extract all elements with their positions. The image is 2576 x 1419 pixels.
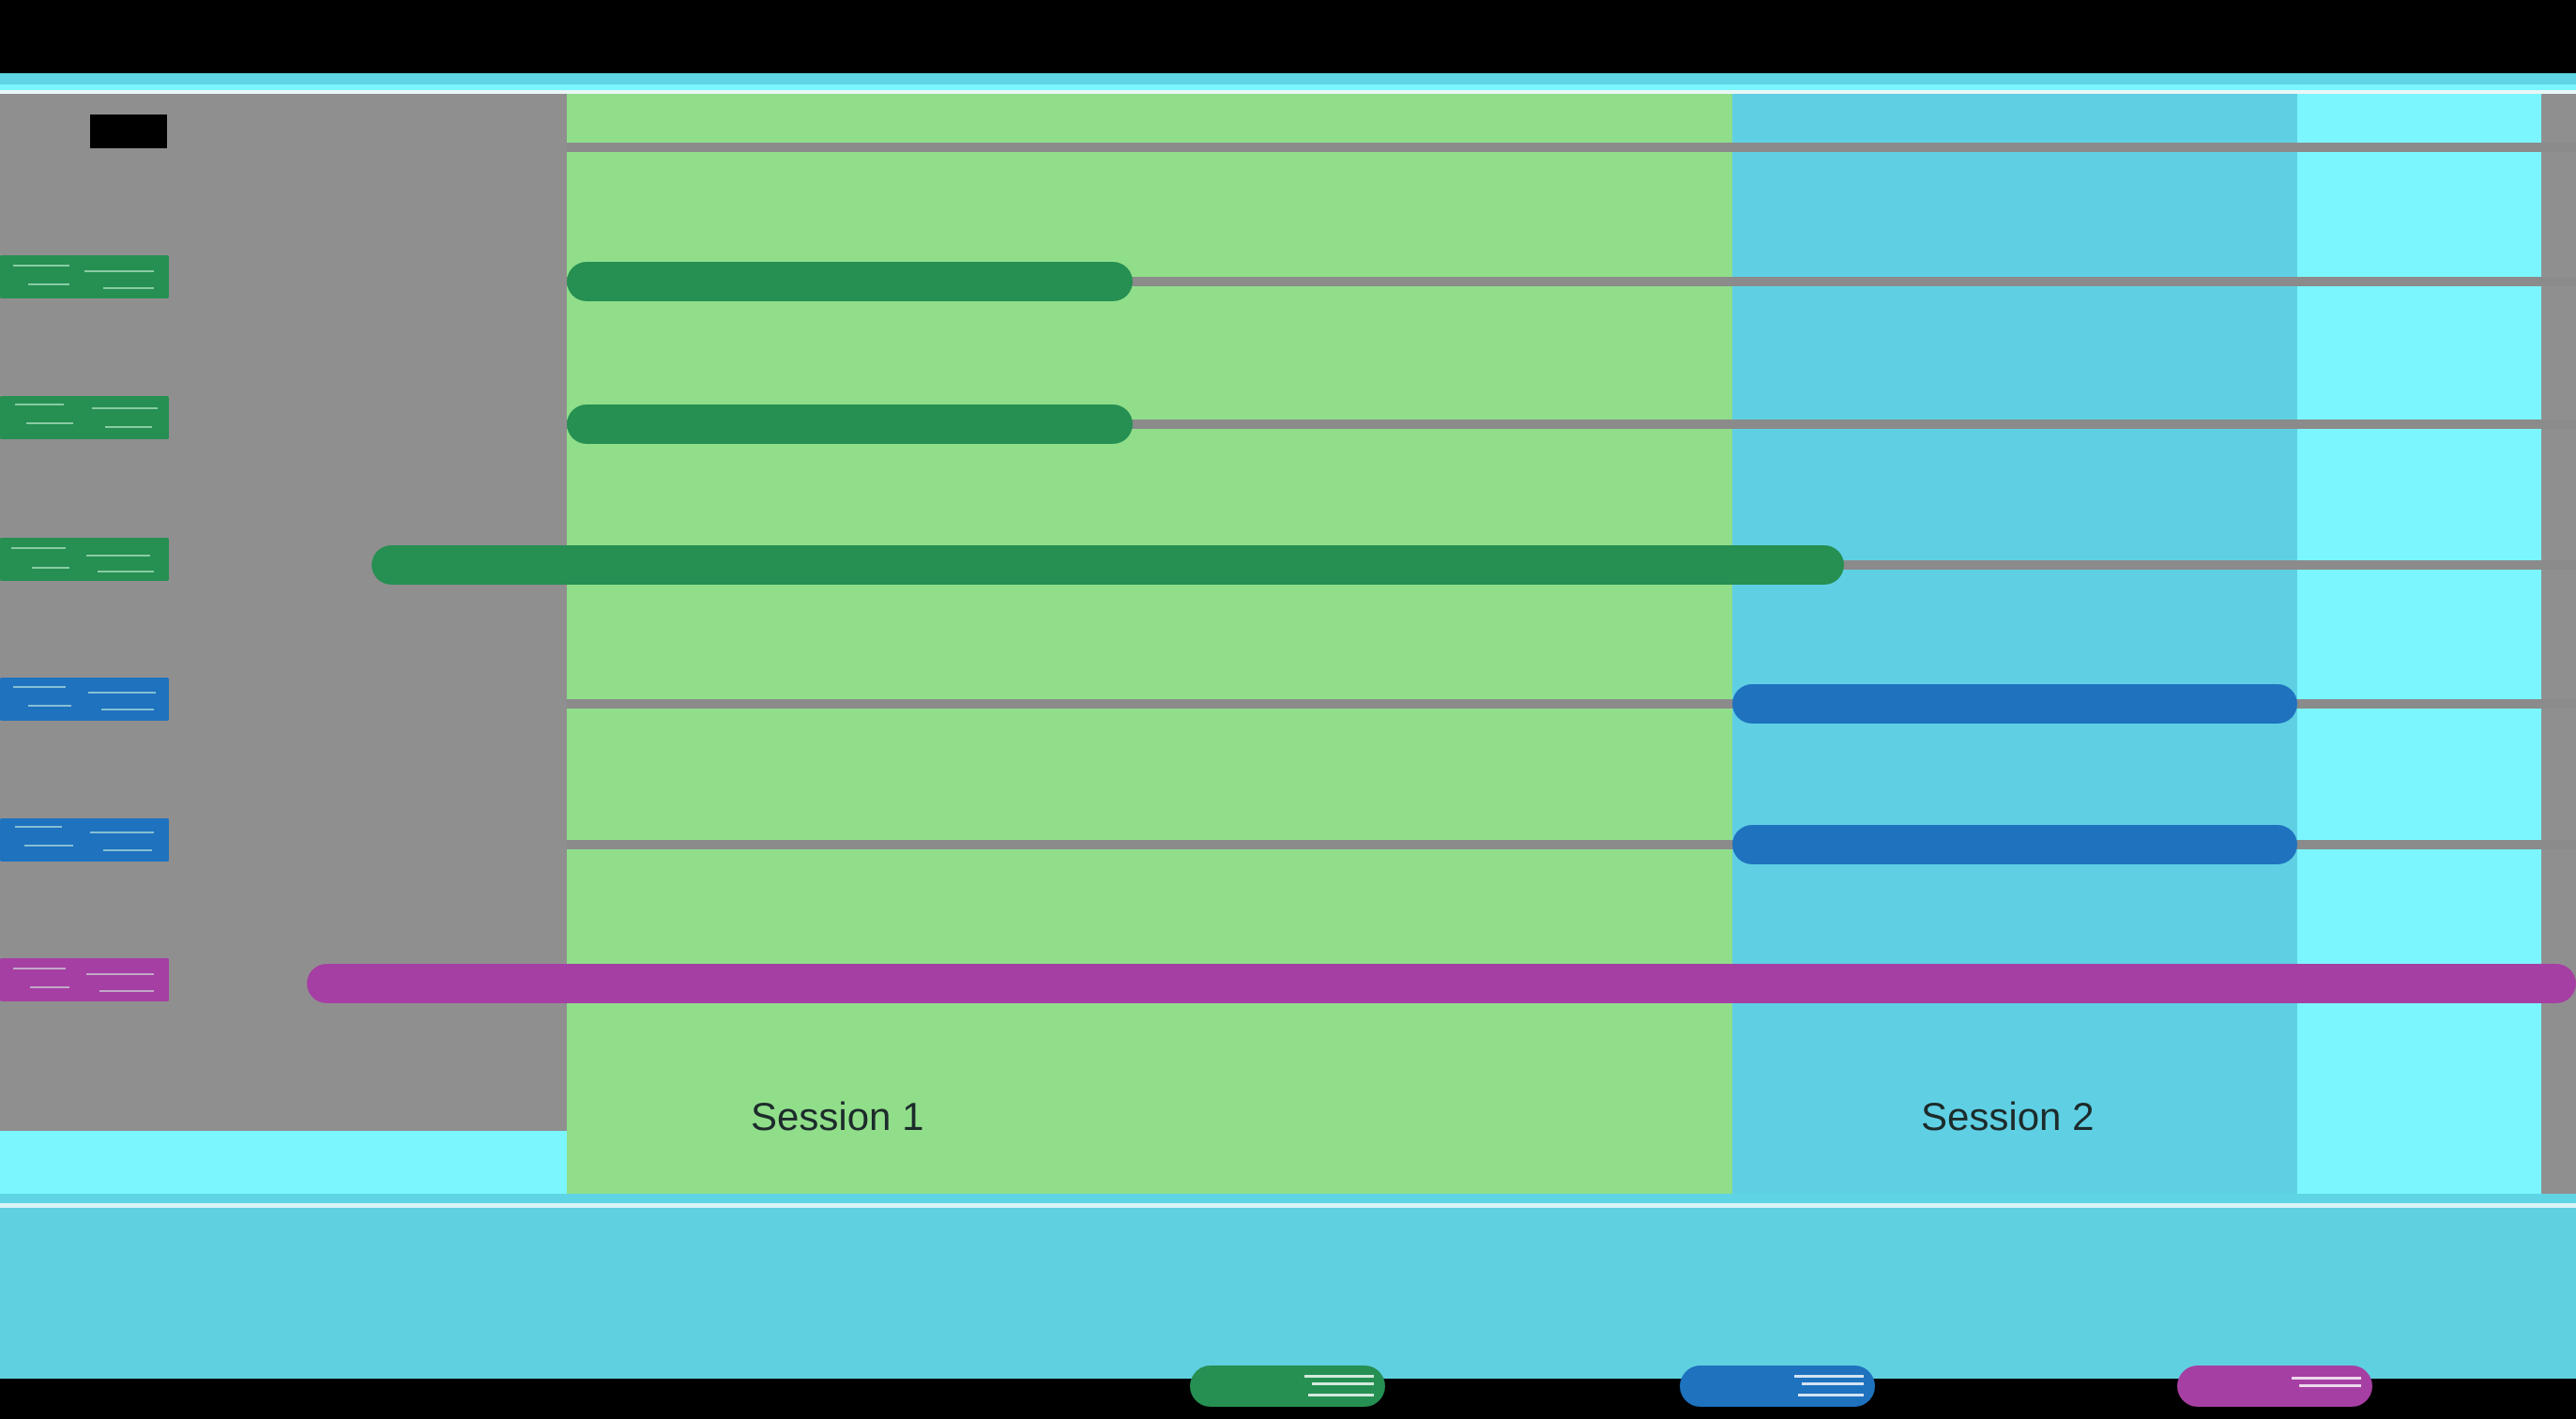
gridline-0 bbox=[567, 143, 2576, 152]
y-tick-label-3[interactable] bbox=[0, 538, 169, 581]
gantt-bar-row-1[interactable] bbox=[567, 262, 1133, 301]
y-tick-label-6[interactable] bbox=[0, 958, 169, 1001]
gantt-bar-row-6[interactable] bbox=[307, 964, 2576, 1003]
y-tick-label-1[interactable] bbox=[0, 255, 169, 298]
y-tick-label-5[interactable] bbox=[0, 818, 169, 862]
gridline-5 bbox=[567, 840, 2576, 849]
gridline-2 bbox=[567, 420, 2576, 429]
gantt-bar-row-2[interactable] bbox=[567, 404, 1133, 444]
caption-strip bbox=[0, 1131, 567, 1194]
gridline-4 bbox=[567, 699, 2576, 709]
legend-swatch-blue[interactable] bbox=[1680, 1366, 1875, 1407]
top-black-bar bbox=[0, 0, 2576, 73]
footer-cyan-rule bbox=[0, 1194, 2576, 1203]
y-tick-label-4[interactable] bbox=[0, 678, 169, 721]
legend-swatch-green[interactable] bbox=[1190, 1366, 1385, 1407]
gantt-plot-area[interactable]: Session 1 Session 2 bbox=[0, 94, 2576, 1194]
y-tick-label-2[interactable] bbox=[0, 396, 169, 439]
band-session-2-continued bbox=[2297, 94, 2541, 1194]
gantt-bar-row-3[interactable] bbox=[372, 545, 1844, 585]
band-session-2 bbox=[1732, 94, 2297, 1194]
session-1-label: Session 1 bbox=[751, 1094, 924, 1138]
band-session-1 bbox=[567, 94, 1133, 1194]
session-2-label: Session 2 bbox=[1921, 1094, 2095, 1138]
gantt-bar-row-5[interactable] bbox=[1732, 825, 2297, 864]
gantt-bar-row-4[interactable] bbox=[1732, 684, 2297, 724]
band-session-1-continued bbox=[1133, 94, 1732, 1194]
gridline-1 bbox=[567, 277, 2576, 286]
legend-swatch-magenta[interactable] bbox=[2177, 1366, 2372, 1407]
top-cyan-rule-bright bbox=[0, 84, 2576, 90]
plot-title-redacted bbox=[90, 114, 167, 148]
top-cyan-rule bbox=[0, 73, 2576, 84]
footer-panel bbox=[0, 1208, 2576, 1379]
top-white-rule bbox=[0, 90, 2576, 94]
footer-white-rule bbox=[0, 1203, 2576, 1208]
